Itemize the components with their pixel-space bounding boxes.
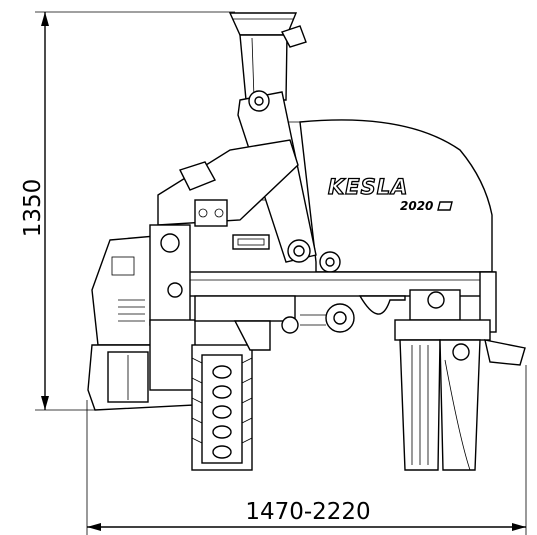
feed-hopper xyxy=(228,12,307,101)
height-dimension-label: 1350 xyxy=(20,179,46,238)
width-dimension: 1470-2220 xyxy=(86,365,527,535)
left-feed-roller xyxy=(191,344,253,471)
model-label: 2020 xyxy=(400,199,433,213)
upper-frame xyxy=(157,139,299,250)
width-dimension-label: 1470-2220 xyxy=(245,499,370,525)
lower-left-base xyxy=(87,319,196,411)
brand-label: KESLA xyxy=(328,175,408,199)
hydraulic-block xyxy=(91,224,191,346)
main-housing: KESLA 2020 xyxy=(235,119,493,273)
middle-linkage xyxy=(194,295,355,351)
right-knife-assembly xyxy=(394,289,526,471)
height-dimension: 1350 xyxy=(20,11,235,411)
